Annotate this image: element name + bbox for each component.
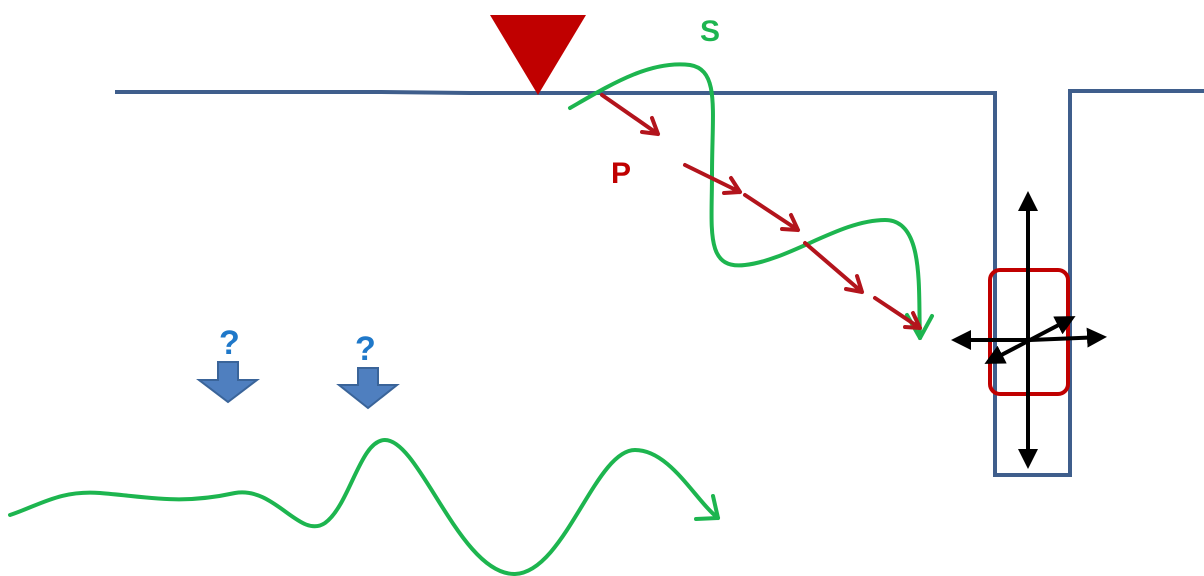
p-wave-dash-5 — [875, 298, 920, 328]
p-wave-dash-3 — [745, 195, 798, 230]
p-wave-arrows — [602, 95, 920, 328]
p-wave-dash-4 — [805, 243, 862, 292]
p-wave-label: P — [611, 157, 631, 190]
surface-wave-path — [10, 440, 718, 574]
s-wave-path — [570, 64, 920, 338]
three-component-sensor-icon — [955, 195, 1103, 465]
question-mark-2: ? — [355, 330, 376, 368]
source-triangle-icon — [490, 15, 586, 95]
p-wave-dash-1 — [602, 95, 658, 134]
down-arrow-icon — [339, 368, 397, 408]
down-arrow-icon — [199, 362, 257, 402]
question-mark-1: ? — [219, 324, 240, 362]
sensor-horizontal-axis — [1030, 337, 1103, 340]
s-wave-label: S — [700, 15, 720, 48]
ground-surface-line — [115, 91, 1204, 475]
